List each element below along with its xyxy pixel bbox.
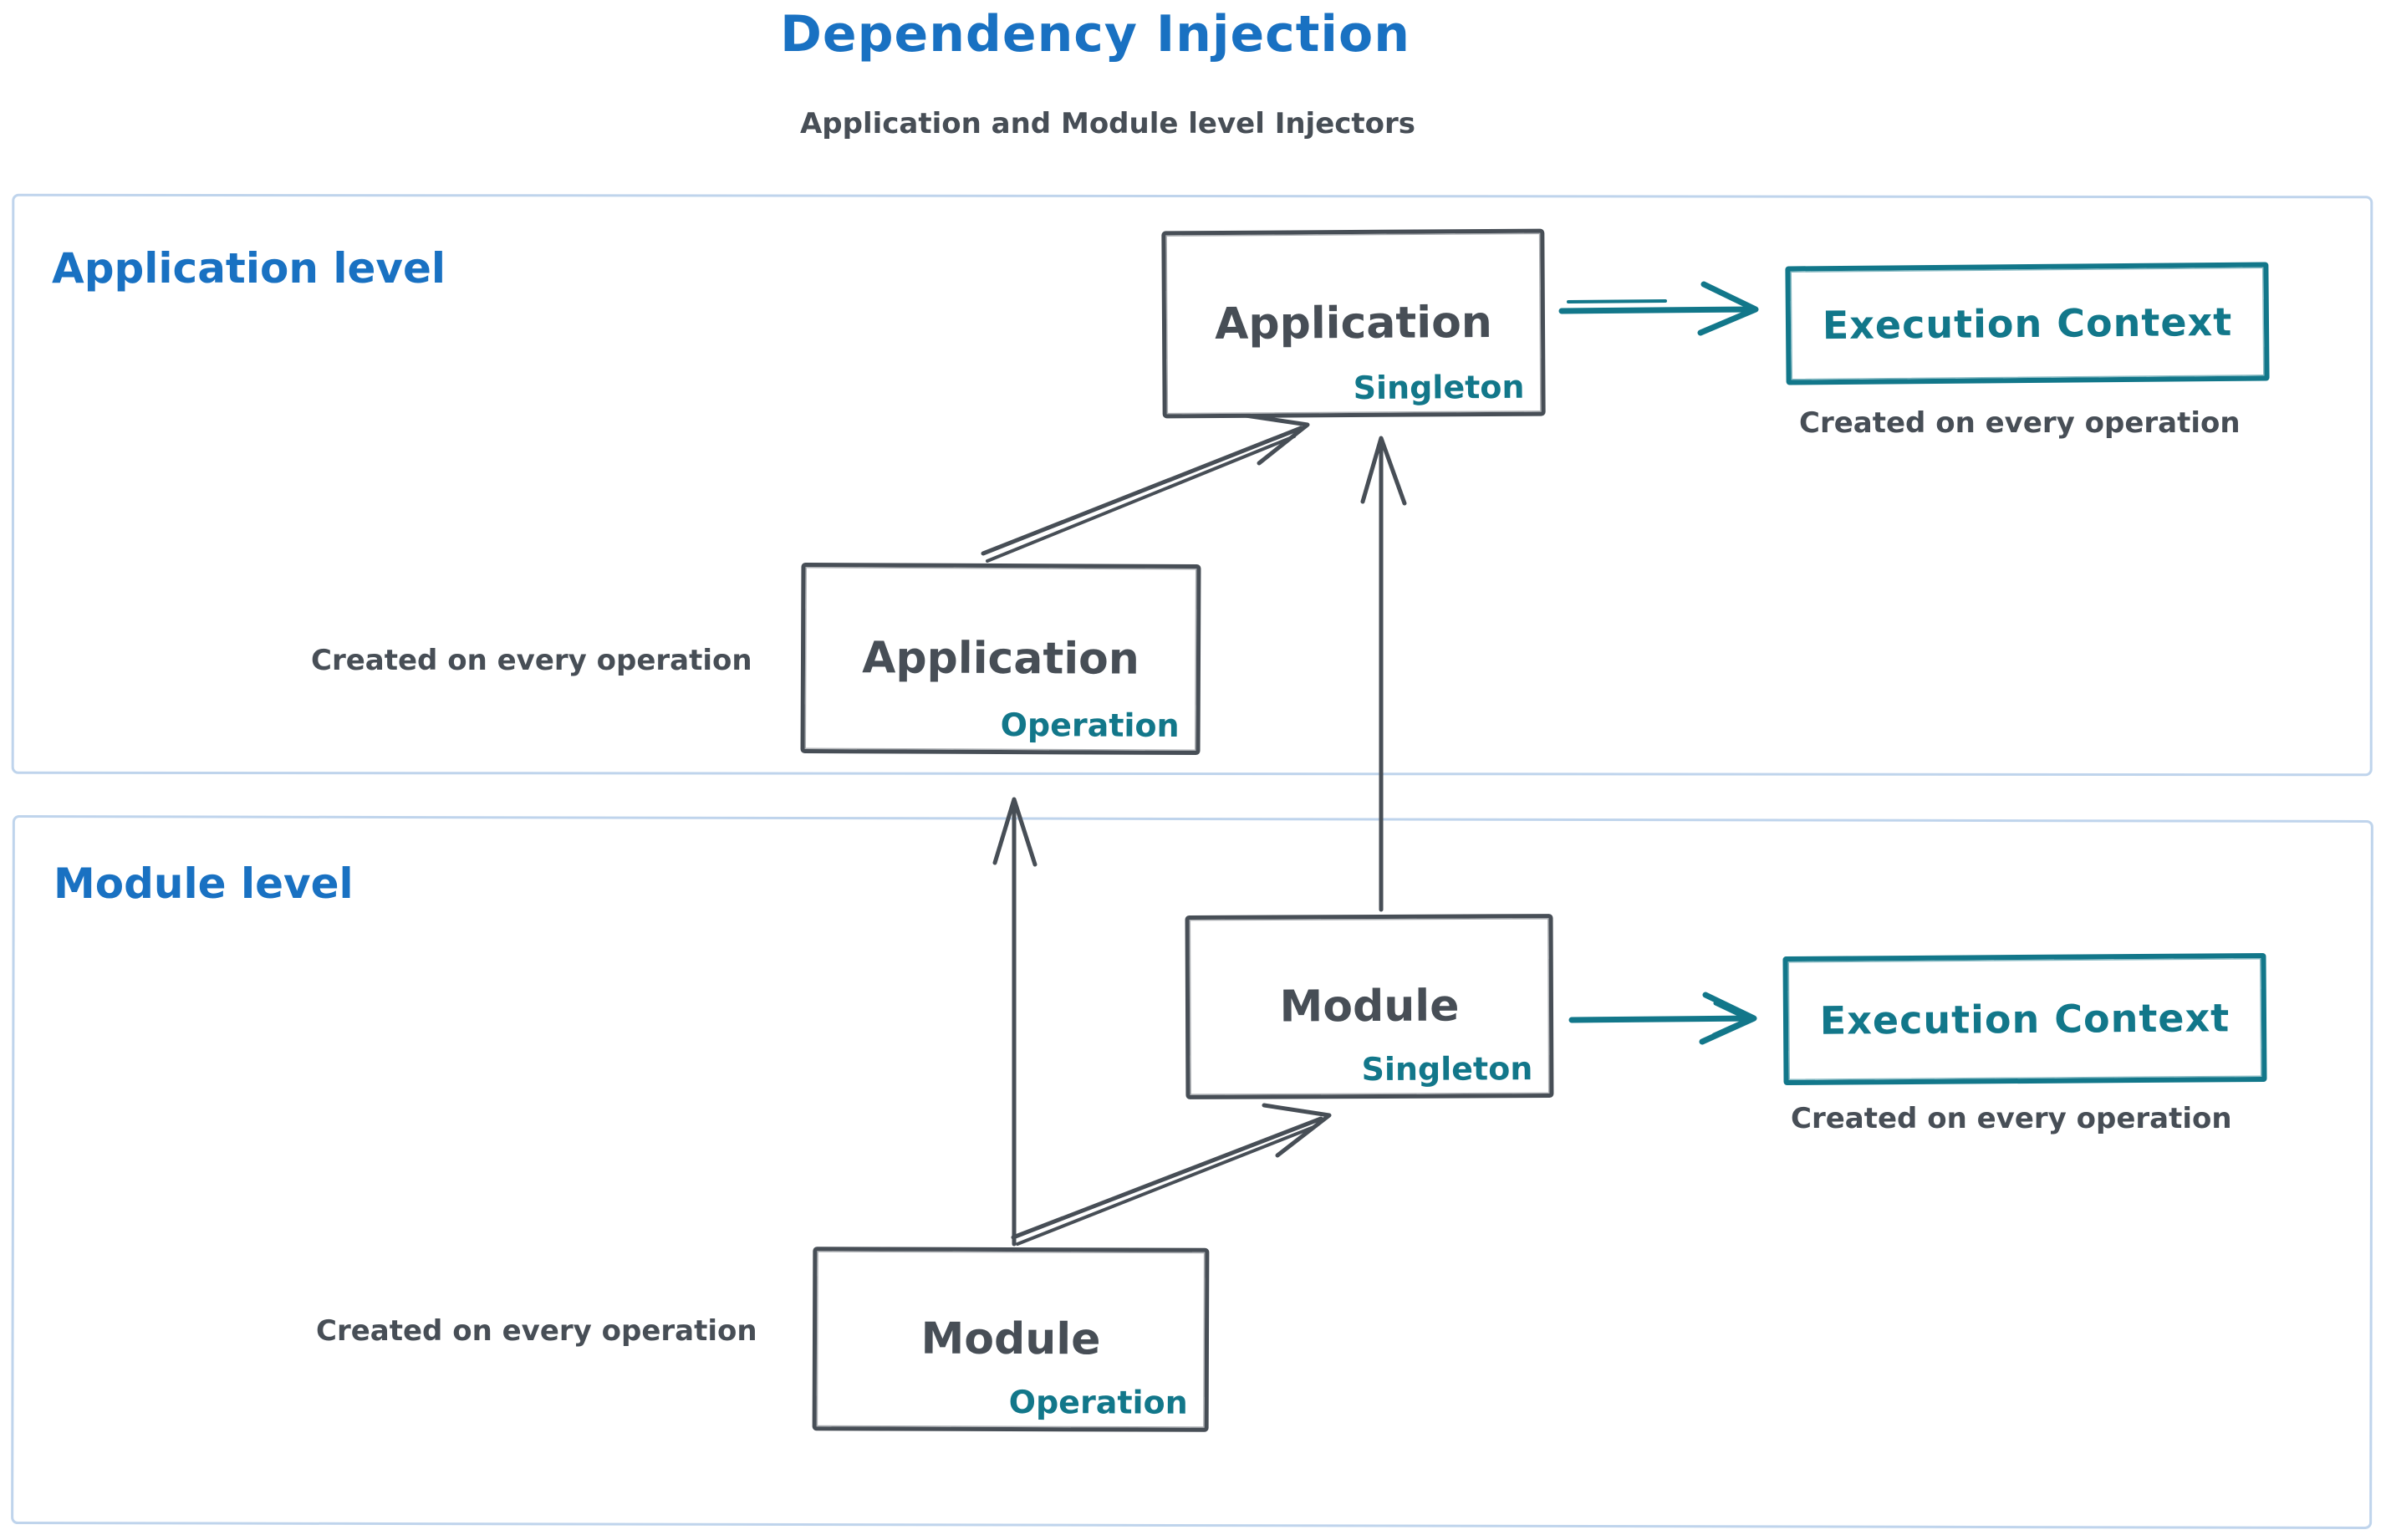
note-module-operation: Created on every operation: [316, 1314, 757, 1348]
note-module-execution-context: Created on every operation: [1791, 1102, 2232, 1135]
node-module-operation: Module Operation: [812, 1247, 1210, 1432]
node-application-operation: Application Operation: [800, 562, 1201, 756]
application-level-label: Application level: [52, 244, 446, 293]
node-title: Application: [1214, 297, 1493, 350]
page-subtitle: Application and Module level Injectors: [799, 107, 1416, 140]
node-title: Module: [1279, 981, 1460, 1033]
note-app-operation: Created on every operation: [311, 644, 752, 677]
module-level-label: Module level: [54, 859, 354, 908]
node-scope-badge: Singleton: [1353, 368, 1525, 407]
node-title: Module: [920, 1313, 1101, 1365]
execution-context-label: Execution Context: [1822, 298, 2233, 349]
node-scope-badge: Operation: [1008, 1383, 1188, 1421]
node-scope-badge: Operation: [1000, 706, 1180, 744]
node-application-singleton: Application Singleton: [1161, 228, 1546, 419]
node-execution-context-module: Execution Context: [1782, 952, 2267, 1086]
node-scope-badge: Singleton: [1361, 1050, 1533, 1089]
node-module-singleton: Module Singleton: [1185, 914, 1554, 1099]
node-execution-context-application: Execution Context: [1785, 262, 2270, 385]
note-app-execution-context: Created on every operation: [1799, 406, 2241, 440]
page-title: Dependency Injection: [780, 5, 1410, 64]
node-title: Application: [862, 633, 1139, 685]
execution-context-label: Execution Context: [1819, 995, 2231, 1043]
